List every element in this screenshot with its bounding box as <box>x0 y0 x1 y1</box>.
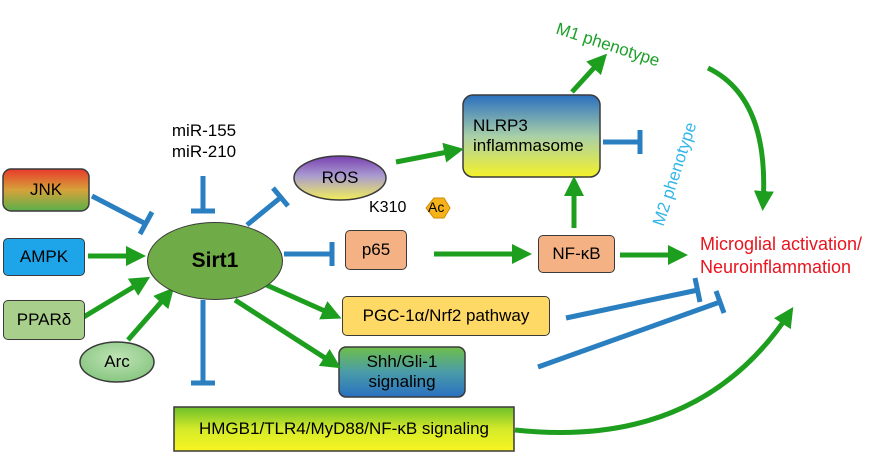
edge-hmgb1-micro <box>514 306 794 435</box>
edge-jnk-sirt1 <box>90 193 148 227</box>
hmgb1-shape <box>173 406 515 452</box>
edge-shh-micro <box>537 299 721 370</box>
p65-node: p65 <box>345 230 407 270</box>
p65-label: p65 <box>361 239 391 259</box>
pgc-node: PGC-1α/Nrf2 pathway <box>342 296 550 336</box>
shh-label-line2: signaling <box>368 372 436 391</box>
edge-ppard-sirt1 <box>80 276 151 321</box>
ros-label-box: ROS <box>294 156 386 200</box>
ac-label: Ac <box>428 199 445 215</box>
ppard-label: PPARδ <box>16 309 72 329</box>
edge-ros-nlrp3 <box>395 142 464 165</box>
nlrp3-label-line1: NLRP3 <box>473 115 528 135</box>
micro-label-line1: Microglial activation/ <box>700 234 863 254</box>
hmgb1-label: HMGB1/TLR4/MyD88/NF-κB signaling <box>198 418 490 438</box>
edge-nlrp3-m1 <box>570 53 608 94</box>
microglial-label: Microglial activation/ Neuroinflammation <box>700 233 862 280</box>
ros-label: ROS <box>321 167 359 187</box>
ac-shape <box>425 197 451 219</box>
ampk-node: AMPK <box>3 238 85 276</box>
nlrp3-label-line2: inflammasome <box>473 136 584 155</box>
mir155-label: miR-155 <box>171 121 237 140</box>
edge-sirt1-pgc <box>260 280 342 320</box>
jnk-shape <box>2 168 90 212</box>
jnk-label-box: JNK <box>3 169 89 211</box>
sirt1-node: Sirt1 <box>147 222 283 300</box>
edge-m1-micro <box>706 65 774 211</box>
arc-label-box: Arc <box>80 342 154 382</box>
shh-label-box: Shh/Gli-1 signaling <box>339 347 465 397</box>
jnk-label: JNK <box>29 179 63 199</box>
micro-label-line2: Neuroinflammation <box>700 257 852 278</box>
ampk-label: AMPK <box>19 246 69 266</box>
arc-shape <box>79 341 155 383</box>
nlrp3-label-box: NLRP3 inflammasome <box>473 95 600 177</box>
edge-sirt1-shh <box>233 297 342 369</box>
sirt1-label: Sirt1 <box>191 249 239 273</box>
mir210-label: miR-210 <box>171 142 237 162</box>
ppard-node: PPARδ <box>3 300 85 340</box>
nlrp3-shape <box>462 94 601 178</box>
pgc-label: PGC-1α/Nrf2 pathway <box>362 305 530 325</box>
ros-shape <box>293 155 387 201</box>
edge-sirt1-ros <box>245 196 282 227</box>
nfkb-label: NF-κB <box>552 243 601 263</box>
shh-shape <box>338 346 466 398</box>
edge-pgc-micro <box>565 287 699 321</box>
k310-label: K310 <box>369 199 407 216</box>
arc-label: Arc <box>104 351 130 371</box>
hmgb1-label-box: HMGB1/TLR4/MyD88/NF-κB signaling <box>174 407 514 451</box>
edge-arc-sirt1 <box>126 287 174 342</box>
shh-label-line1: Shh/Gli-1 <box>366 351 438 371</box>
mir-label: miR-155 miR-210 <box>166 120 242 163</box>
nfkb-node: NF-κB <box>538 235 615 273</box>
